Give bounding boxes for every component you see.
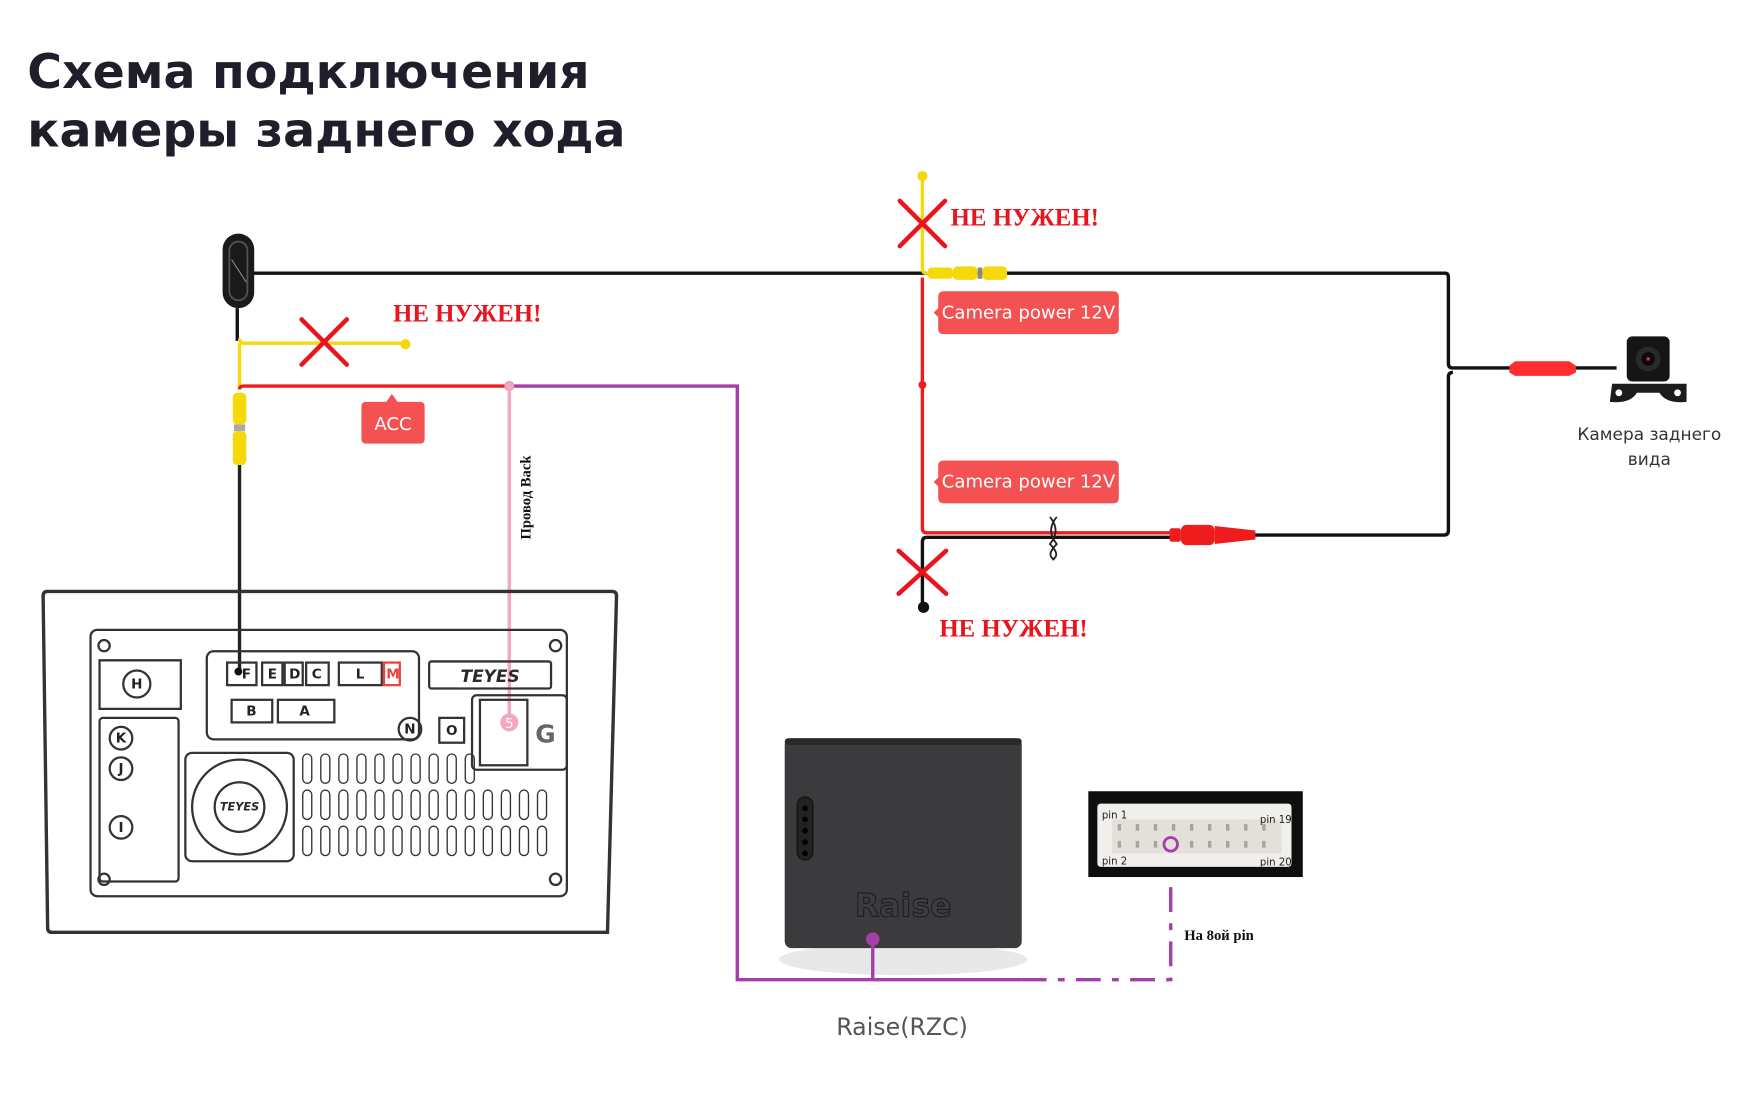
port-f-label: F [242, 666, 251, 682]
camera-power-label-bottom: Camera power 12V [942, 472, 1116, 493]
cross-icon [299, 317, 350, 367]
port-j-label: J [117, 761, 123, 777]
back-pin-marker [500, 713, 519, 732]
pin19-label: pin 19 [1260, 815, 1292, 826]
wire-purple [508, 384, 1022, 982]
raise-module: Raise [779, 738, 1028, 976]
wire-red-acc [237, 384, 509, 390]
warning-yellow-left: НЕ НУЖЕН! [393, 301, 541, 328]
fan-brand-logo: TEYES [220, 800, 259, 813]
port-a-label: A [299, 704, 310, 720]
acc-tag: ACC [361, 393, 425, 444]
wire-yellow-left [237, 338, 405, 345]
junction-red [918, 380, 927, 389]
warning-black-bottom: НЕ НУЖЕН! [939, 616, 1087, 643]
raise-pin-marker [865, 932, 880, 946]
port-h-label: H [131, 677, 142, 693]
cross-icon [897, 198, 948, 249]
camera-label-line2: вида [1628, 449, 1671, 469]
rear-camera-icon [1609, 336, 1687, 403]
camera-power-tag-bottom: Camera power 12V [933, 460, 1119, 504]
pin1-label: pin 1 [1102, 810, 1127, 821]
pin-connector [1088, 791, 1303, 878]
twisted-wire-icon [1048, 516, 1058, 561]
raise-emboss: Raise [855, 889, 952, 925]
pin2-label: pin 2 [1102, 857, 1127, 868]
back-pin-number: 5 [505, 716, 514, 732]
cross-icon [896, 548, 949, 596]
port-k-label: K [116, 731, 127, 747]
pin-note: На 8ой pin [1184, 928, 1254, 944]
rca-connector-left [232, 392, 247, 466]
port-b-label: B [246, 704, 256, 720]
port-e-label: E [268, 666, 277, 682]
pin8-marker [1162, 836, 1179, 853]
acc-label: ACC [374, 414, 411, 435]
port-o-label: O [446, 723, 458, 739]
port-l-label: L [356, 666, 365, 682]
port-c-label: C [312, 666, 322, 682]
port-m-label: M [386, 666, 399, 682]
camera-label: Камера заднего [1577, 424, 1721, 444]
camera-power-label-top: Camera power 12V [942, 302, 1116, 323]
wire-purple-dashed [1021, 844, 1173, 982]
port-f-dot [234, 667, 243, 676]
pin20-label: pin 20 [1260, 858, 1292, 869]
port-i-label: I [118, 820, 123, 836]
warning-yellow-top: НЕ НУЖЕН! [951, 205, 1099, 232]
back-wire-label: Провод Back [519, 455, 535, 540]
camera-connector [1509, 361, 1576, 376]
port-g-label: G [535, 720, 555, 749]
wire-black-bottom [920, 535, 928, 606]
port-d-label: D [289, 666, 300, 682]
wire-red-power [920, 277, 1175, 535]
coiled-cable-icon [222, 233, 255, 309]
title-line-2: камеры заднего хода [27, 104, 625, 159]
wire-yellow-top [920, 177, 956, 275]
wire-end-yellow-left [400, 339, 411, 350]
brand-logo: TEYES [461, 666, 520, 686]
rca-connector-top [928, 266, 1008, 280]
wire-end-black [917, 601, 930, 613]
title-line-1: Схема подключения [27, 45, 589, 100]
camera-power-tag-top: Camera power 12V [933, 291, 1119, 335]
port-n-label: N [404, 722, 415, 738]
dc-plug-connector [1169, 524, 1256, 546]
head-unit [41, 589, 619, 935]
wire-end-yellow-top [917, 171, 928, 182]
raise-label: Raise(RZC) [836, 1013, 968, 1041]
